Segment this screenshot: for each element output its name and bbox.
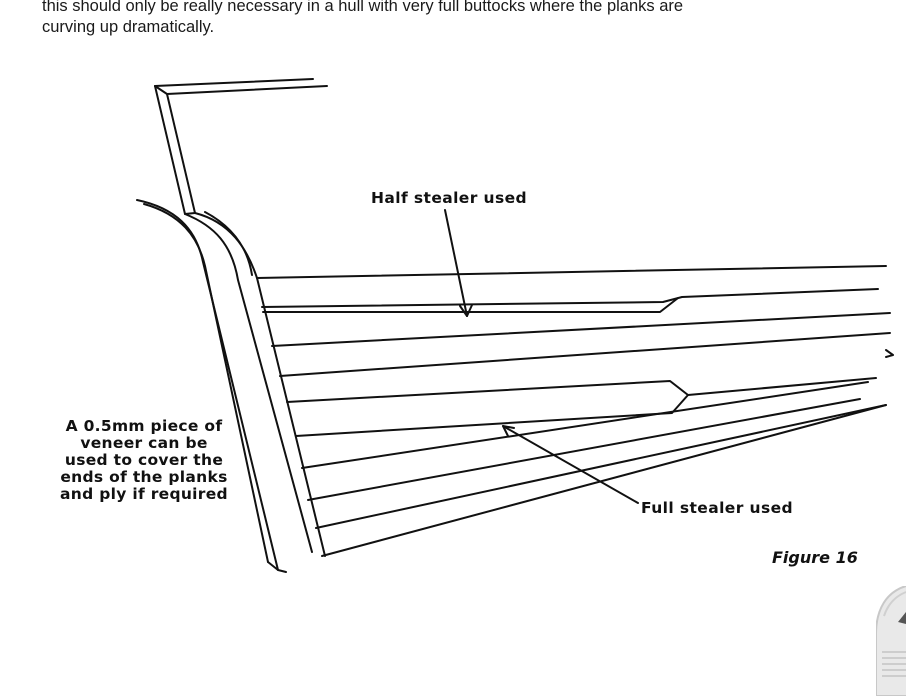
- body-text: this should only be really necessary in …: [42, 0, 882, 38]
- full-stealer-label: Full stealer used: [641, 499, 794, 517]
- plank-line-5: [286, 380, 689, 437]
- veneer-note: A 0.5mm piece of veneer can be used to c…: [44, 418, 244, 503]
- plank-line-7: [307, 398, 861, 501]
- plank-line-2b: [262, 297, 679, 313]
- plank-line-2: [261, 288, 879, 308]
- plank-line-4: [279, 332, 891, 377]
- plank-line-9: [321, 404, 887, 557]
- figure-caption: Figure 16: [772, 548, 858, 567]
- plank-line-8: [315, 404, 887, 529]
- plank-line-1: [256, 265, 887, 279]
- page-curl-icon[interactable]: [876, 586, 906, 696]
- transom-frame: [154, 78, 328, 215]
- full-stealer-arrow: [502, 425, 639, 504]
- veneer-note-line: and ply if required: [60, 485, 228, 503]
- half-stealer-arrow: [444, 209, 473, 317]
- stern-post: [136, 199, 326, 573]
- plank-line-6: [301, 381, 869, 469]
- plank-end-tick: [885, 349, 894, 358]
- planks: [256, 265, 894, 557]
- body-line-1: this should only be really necessary in …: [42, 0, 684, 15]
- veneer-note-line: used to cover the: [64, 451, 224, 469]
- body-line-2: curving up dramatically.: [42, 18, 215, 36]
- plank-line-3: [271, 312, 891, 347]
- veneer-note-line: A 0.5mm piece of: [65, 417, 223, 435]
- veneer-note-line: veneer can be: [80, 434, 208, 452]
- plank-line-5b: [687, 377, 877, 396]
- half-stealer-label: Half stealer used: [371, 189, 528, 207]
- veneer-note-line: ends of the planks: [60, 468, 228, 486]
